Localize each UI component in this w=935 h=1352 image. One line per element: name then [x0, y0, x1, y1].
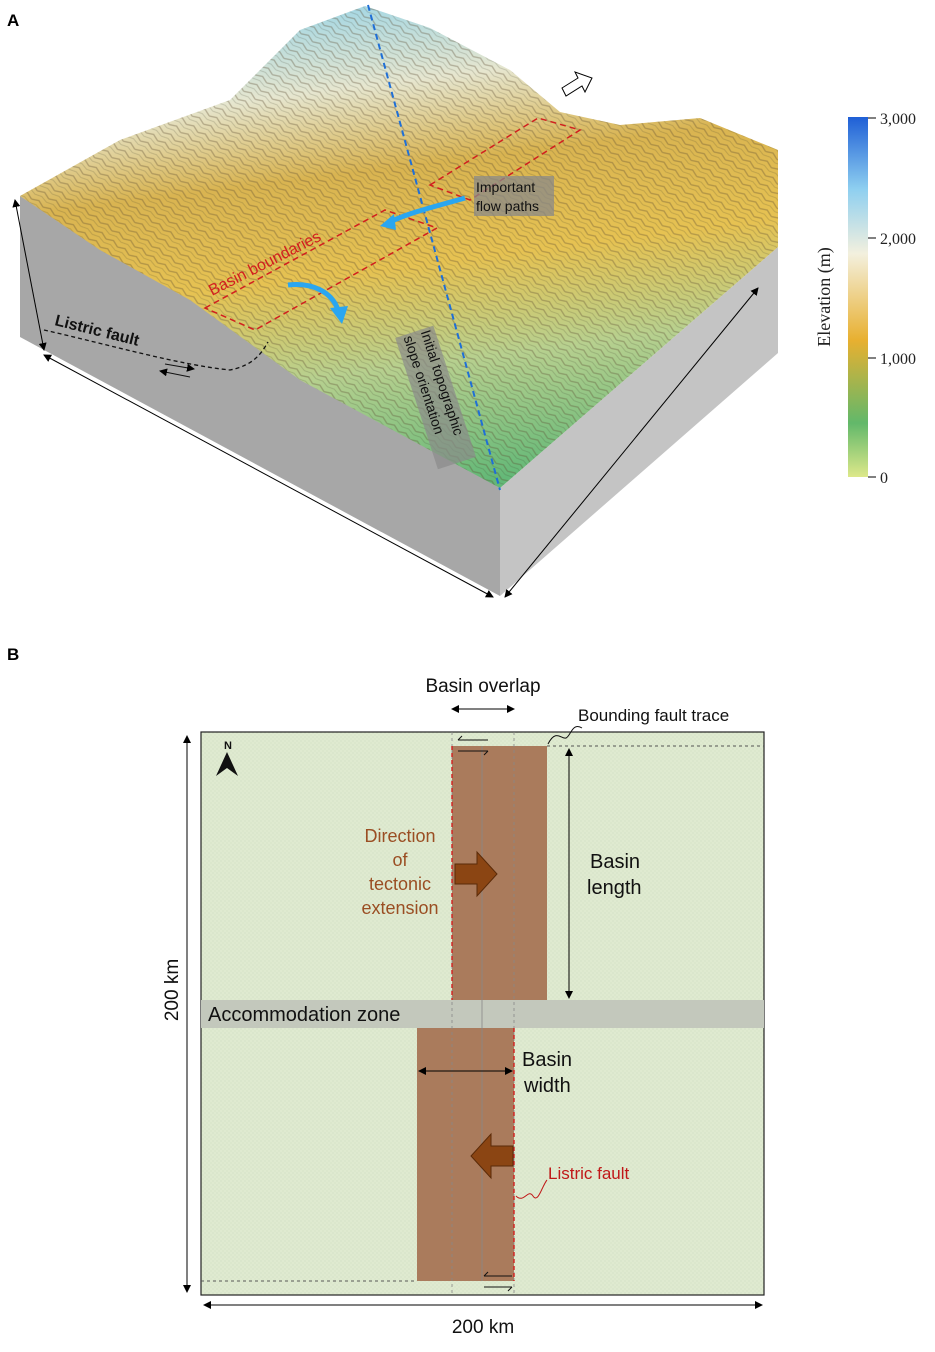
slope-orientation-line: [367, 4, 501, 491]
colorbar-label-1000: 1,000: [880, 351, 916, 368]
north-arrow-icon: [216, 752, 238, 776]
block-length-arrow-right: [504, 287, 759, 598]
flow-arrow-upper-head: [380, 214, 396, 230]
bounding-fault-leader: [547, 726, 583, 745]
listric-fault-leader-b: [515, 1179, 548, 1199]
slip-arrow-top-2-head: [483, 750, 489, 756]
slip-arrow-bottom-2-head: [507, 1286, 513, 1292]
horizontal-dimension-label: 200 km: [452, 1317, 514, 1338]
accommodation-zone-band: [201, 1000, 764, 1028]
panel-a-letter: A: [7, 11, 19, 30]
colorbar-label-3000: 3,000: [880, 111, 916, 128]
block-length-arrow-left: [43, 354, 494, 598]
slip-arrow-bottom-1-head: [483, 1271, 489, 1277]
north-arrow-3d-icon: [561, 71, 593, 97]
elevation-colorbar: 3,000 2,000 1,000 0 Elevation (m): [814, 111, 916, 487]
fault-slip-arrow-bottom: [159, 368, 191, 378]
north-label: N: [224, 740, 232, 752]
basin-width-label-line1: Basin: [522, 1049, 572, 1071]
block-diagram: [12, 6, 778, 598]
basin-boundary-upper: [428, 117, 582, 201]
basin-length-label-line2: length: [587, 877, 642, 899]
extension-label-line4: extension: [361, 898, 438, 918]
extension-label-line2: of: [392, 850, 408, 870]
flow-arrow-lower: [287, 281, 341, 311]
vertical-dimension-label: 200 km: [162, 959, 183, 1021]
extension-arrow-west-icon: [470, 1132, 514, 1180]
colorbar-title: Elevation (m): [814, 247, 835, 346]
listric-fault-label-b: Listric fault: [548, 1164, 630, 1183]
slope-label-bg: [395, 325, 476, 470]
basin-width-label-line2: width: [523, 1075, 571, 1097]
flow-paths-label-bg: [474, 176, 554, 216]
colorbar-ramp: [848, 117, 868, 477]
colorbar-label-2000: 2,000: [880, 231, 916, 248]
extension-label-line3: tectonic: [369, 874, 431, 894]
flow-paths-label-line1: Important: [476, 179, 535, 195]
fault-slip-arrow-top: [164, 363, 195, 372]
basin-length-label-line1: Basin: [590, 851, 640, 873]
flow-paths-label-line2: flow paths: [476, 198, 539, 214]
block-height-arrow: [12, 199, 47, 351]
colorbar-label-0: 0: [880, 470, 888, 487]
flow-arrow-lower-head: [330, 306, 348, 324]
plan-view-map: [200, 731, 765, 1296]
extension-arrow-east-icon: [454, 850, 498, 898]
panel-b-letter: B: [7, 645, 19, 664]
bounding-fault-trace-label: Bounding fault trace: [578, 706, 729, 725]
accommodation-zone-label: Accommodation zone: [208, 1004, 400, 1026]
extension-label-line1: Direction: [364, 826, 435, 846]
slip-arrow-top-1-head: [457, 735, 463, 741]
basin-overlap-label: Basin overlap: [425, 676, 540, 697]
flow-arrow-upper: [388, 195, 466, 225]
